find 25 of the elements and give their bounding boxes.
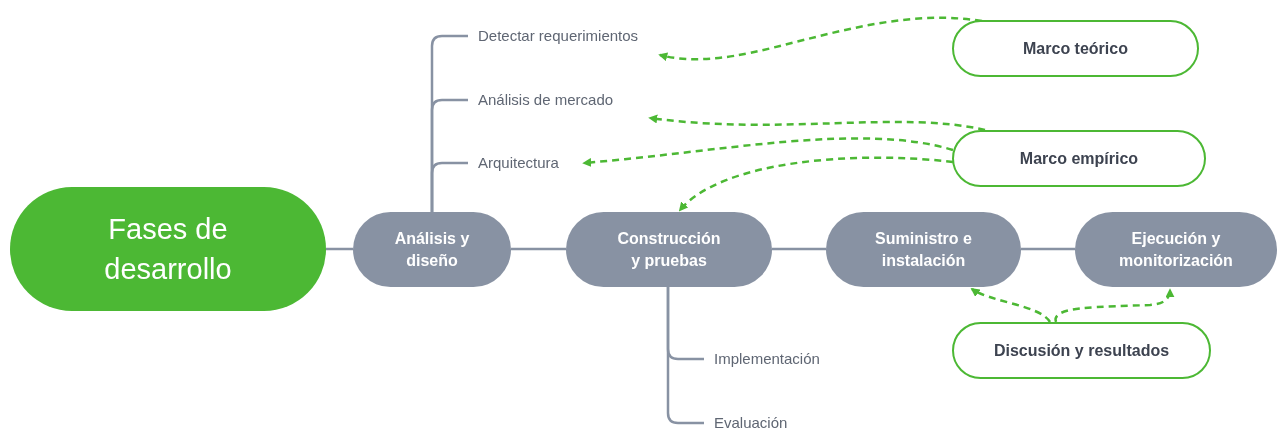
connector-line xyxy=(326,247,353,251)
source-pill: Discusión y resultados xyxy=(952,322,1211,379)
phase-pill: Ejecución y monitorización xyxy=(1075,212,1277,287)
connector-line xyxy=(430,161,468,212)
dashed-arrow xyxy=(970,287,1051,323)
source-pill: Marco teórico xyxy=(952,20,1199,77)
source-pill: Marco empírico xyxy=(952,130,1206,187)
subtopic-label: Detectar requerimientos xyxy=(468,24,658,48)
subtopic-label: Implementación xyxy=(704,347,844,371)
phase-pill: Construcción y pruebas xyxy=(566,212,772,287)
connector-line xyxy=(1021,247,1075,251)
connector-line xyxy=(772,247,826,251)
connector-line xyxy=(666,287,704,425)
phase-pill: Análisis y diseño xyxy=(353,212,511,287)
dashed-arrow xyxy=(678,156,954,212)
subtopic-label: Arquitectura xyxy=(468,151,584,175)
topic-pill: Fases de desarrollo xyxy=(10,187,326,311)
subtopic-label: Evaluación xyxy=(704,411,824,431)
dashed-arrow xyxy=(582,137,954,167)
dashed-arrow xyxy=(1054,288,1175,323)
dashed-arrow xyxy=(658,16,983,61)
phase-pill: Suministro e instalación xyxy=(826,212,1021,287)
connector-line xyxy=(511,247,566,251)
dashed-arrow xyxy=(648,114,986,132)
subtopic-label: Análisis de mercado xyxy=(468,88,648,112)
